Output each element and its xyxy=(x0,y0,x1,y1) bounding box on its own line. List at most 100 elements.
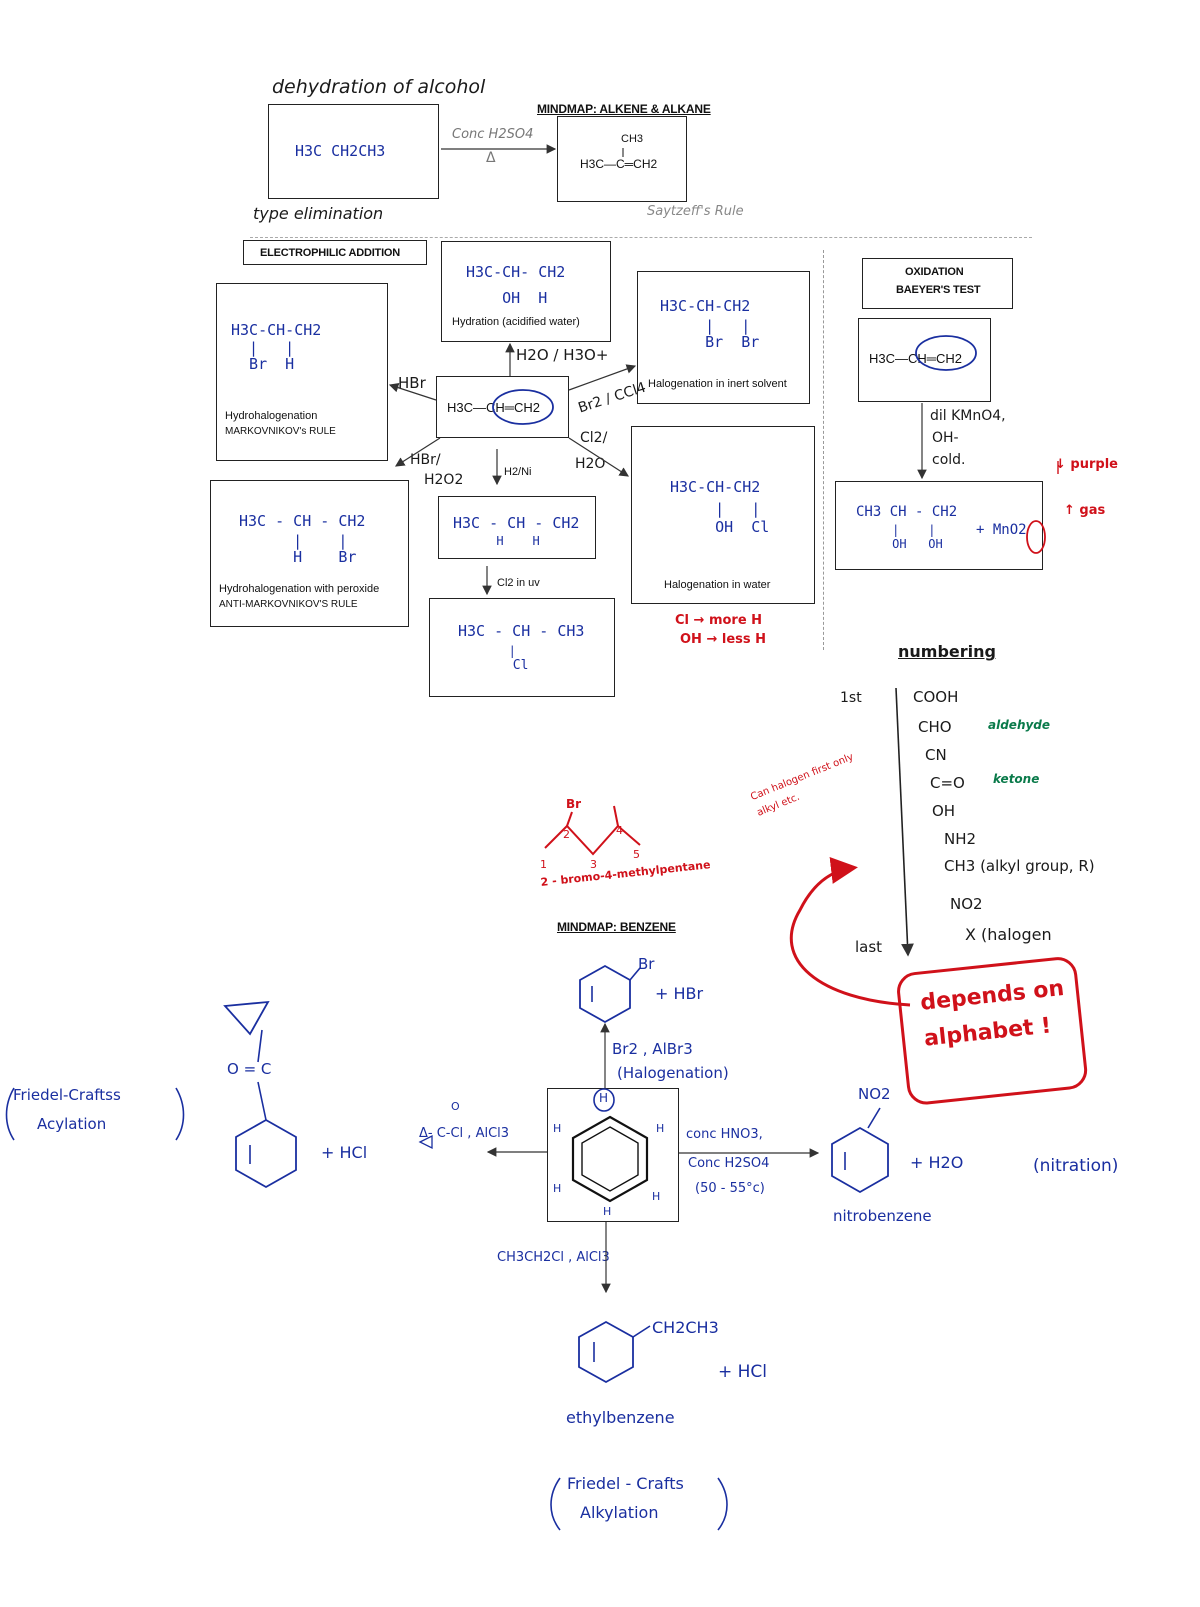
depends-box xyxy=(897,957,1088,1105)
gas-note: ↑ gas xyxy=(1064,503,1106,518)
benzene-center-ring xyxy=(571,1115,649,1203)
oxidation-product-3: OH OH xyxy=(856,537,943,551)
oxidation-divider xyxy=(823,250,824,650)
acylation-byproduct: + HCl xyxy=(321,1143,368,1162)
hydrogenation-box: H3C - CH - CH2 H H xyxy=(438,496,596,559)
halogenation-inert-box: H3C-CH-CH2 | | Br Br Halogenation in ine… xyxy=(637,271,810,404)
nitration-label: (nitration) xyxy=(1033,1156,1119,1176)
halogen-water-note-2: OH → less H xyxy=(680,632,767,647)
acylation-label-1: Friedel-Craftss xyxy=(13,1086,121,1104)
nitrobenzene-bond xyxy=(867,1107,881,1129)
anti-markovnikov-reagent-1: HBr/ xyxy=(410,452,441,468)
ethylbenzene-name: ethylbenzene xyxy=(566,1408,675,1427)
example-methyl-bond xyxy=(613,805,619,827)
ethylbenzene-bond xyxy=(632,1325,651,1338)
example-num-1: 1 xyxy=(540,858,547,871)
numbering-item-halogen: X (halogen xyxy=(965,925,1052,944)
markovnikov-mol-2: | | xyxy=(231,339,295,357)
halogen-water-box: H3C-CH-CH2 | | OH Cl Halogenation in wat… xyxy=(631,426,815,604)
oxidation-condition-3: cold. xyxy=(932,452,966,468)
ethylbenzene-substituent: CH2CH3 xyxy=(652,1318,719,1337)
halogen-water-note-1: Cl → more H xyxy=(675,613,763,628)
nitrobenzene-ring xyxy=(831,1126,889,1194)
alkene-mindmap-title: MINDMAP: ALKENE & ALKANE xyxy=(537,102,711,116)
oxidation-byproduct: + MnO2 xyxy=(976,522,1027,538)
alkylation-paren-left xyxy=(550,1477,561,1531)
hydrogenation-mol-1: H3C - CH - CH2 xyxy=(453,514,580,532)
example-num-3: 3 xyxy=(590,858,597,871)
halogenation-inert-label: Halogenation in inert solvent xyxy=(648,378,787,390)
bromobenzene-ring xyxy=(579,964,631,1024)
anti-markovnikov-mol-1: H3C - CH - CH2 xyxy=(239,512,366,530)
nitrobenzene-substituent: NO2 xyxy=(858,1085,891,1103)
numbering-item-cooh: COOH xyxy=(913,688,959,706)
alkylation-byproduct: + HCl xyxy=(718,1362,768,1382)
dehydration-product: H3C—C═CH2 xyxy=(580,157,658,171)
benzene-mindmap-title: MINDMAP: BENZENE xyxy=(557,920,676,934)
example-num-5: 5 xyxy=(633,848,640,861)
anti-markovnikov-mol-2: | | xyxy=(239,532,348,550)
numbering-priority-arrow xyxy=(895,687,914,957)
arrow-to-anti-markovnikov xyxy=(394,437,441,467)
acylation-carbonyl: O = C xyxy=(227,1060,272,1078)
acyl-ring-to-carbonyl xyxy=(257,1081,267,1121)
halogenation-inert-mol-2: | | xyxy=(660,317,751,335)
hydration-mol-2: OH H xyxy=(466,289,548,307)
halogen-water-reagent-2: H2O xyxy=(575,456,606,472)
chlorination-box: H3C - CH - CH3 | Cl xyxy=(429,598,615,697)
benzene-h-bottom: H xyxy=(603,1205,612,1218)
cyclopropyl-ring xyxy=(223,1000,270,1036)
oxidation-heading-1: OXIDATION xyxy=(905,266,964,278)
anti-markovnikov-label-1: Hydrohalogenation with peroxide xyxy=(219,583,380,595)
numbering-first: 1st xyxy=(840,690,862,706)
hydration-label: Hydration (acidified water) xyxy=(452,316,580,328)
chlorination-reagent: Cl2 in uv xyxy=(497,577,540,589)
numbering-item-no2: NO2 xyxy=(950,895,983,913)
double-bond-circle-center xyxy=(492,389,554,425)
markovnikov-label-1: Hydrohalogenation xyxy=(225,410,318,422)
dehydration-reactant: H3C CH2CH3 xyxy=(295,142,386,160)
acylation-paren-right xyxy=(175,1087,185,1141)
markovnikov-reagent: HBr xyxy=(398,374,426,392)
markovnikov-mol-1: H3C-CH-CH2 xyxy=(231,321,322,339)
arrow-to-markovnikov xyxy=(388,383,437,401)
benzene-h-left-bottom: H xyxy=(553,1182,562,1195)
oxidation-product-2: | | xyxy=(856,523,936,537)
oxidation-product-1: CH3 CH - CH2 xyxy=(856,504,958,520)
chlorination-mol-2: | xyxy=(458,644,516,658)
halogen-water-mol-3: OH Cl xyxy=(670,518,770,536)
benzene-center-inner-ring xyxy=(581,1126,639,1192)
example-skeleton xyxy=(544,824,641,856)
halogenation-label: (Halogenation) xyxy=(617,1064,729,1082)
halogenation-inert-mol-1: H3C-CH-CH2 xyxy=(660,297,751,315)
numbering-item-oh: OH xyxy=(932,802,956,820)
oxidation-condition-2: OH- xyxy=(932,430,959,446)
markovnikov-box: H3C-CH-CH2 | | Br H Hydrohalogenation MA… xyxy=(216,283,388,461)
bromobenzene-bond xyxy=(629,967,641,981)
chlorination-mol-3: Cl xyxy=(458,658,529,673)
dehydration-product-box: CH3 H3C—C═CH2 xyxy=(557,116,687,202)
alkylation-paren-right xyxy=(717,1477,728,1531)
dehydration-product-methyl: CH3 xyxy=(621,133,644,145)
elimination-type: type elimination xyxy=(253,204,384,223)
acyl-carbonyl-to-cyclopropyl xyxy=(257,1029,263,1063)
purple-note: ↓ purple xyxy=(1055,457,1118,472)
halogen-water-label: Halogenation in water xyxy=(664,579,771,591)
nitration-byproduct: + H2O xyxy=(910,1153,964,1172)
chlorination-mol-1: H3C - CH - CH3 xyxy=(458,622,585,640)
acylation-reagent: Δ- C-Cl , AlCl3 xyxy=(419,1126,510,1141)
example-num-4: 4 xyxy=(616,824,623,837)
numbering-heading: numbering xyxy=(898,642,996,661)
double-bond-circle-oxidation xyxy=(915,335,977,371)
markovnikov-mol-3: Br H xyxy=(231,355,295,373)
numbering-last: last xyxy=(855,938,883,956)
benzene-h-circle xyxy=(593,1088,615,1112)
alkylation-label-1: Friedel - Crafts xyxy=(567,1474,684,1493)
halogenation-reagent: Br2 , AlBr3 xyxy=(612,1040,693,1058)
saytzeff-rule: Saytzeff's Rule xyxy=(647,204,744,219)
aldehyde-note: aldehyde xyxy=(988,718,1051,732)
dehydration-heat-symbol: Δ xyxy=(486,150,496,166)
oxidation-heading-box: OXIDATION BAEYER'S TEST xyxy=(862,258,1013,309)
oxidation-reactant-box: H3C—CH═CH2 xyxy=(858,318,991,402)
